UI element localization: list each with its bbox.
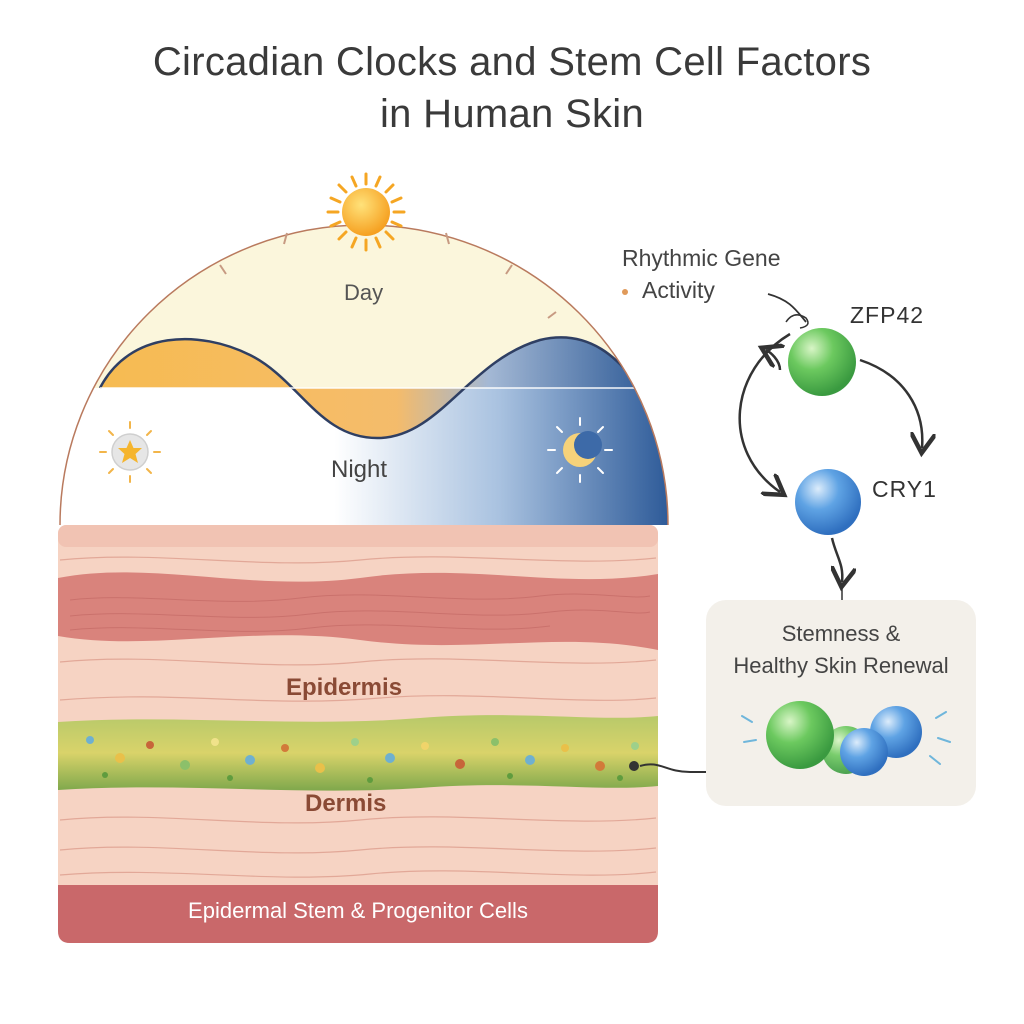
sun-icon <box>326 172 406 252</box>
result-line-2: Healthy Skin Renewal <box>733 653 949 678</box>
moon-icon <box>547 417 613 483</box>
rhythm-wave-fill <box>100 337 640 439</box>
cry1-label: CRY1 <box>872 476 937 502</box>
stem-cell-band-label: Epidermal Stem & Progenitor Cells <box>188 898 528 923</box>
niche-arrow-origin <box>629 761 639 771</box>
result-box <box>706 600 976 806</box>
cycle-arrow-left <box>738 332 791 492</box>
stem-cell-niche-band <box>58 715 658 791</box>
night-label: Night <box>331 456 388 483</box>
rhythm-bullet <box>622 289 628 295</box>
zfp42-node <box>788 328 856 396</box>
rhythm-connector <box>767 293 807 323</box>
rhythmic-gene-activity-label: Rhythmic Gene Activity <box>622 242 781 306</box>
title-line-2: in Human Skin <box>379 92 645 136</box>
epidermis-lines <box>59 556 657 702</box>
rhythm-line-2: Activity <box>642 277 715 303</box>
epidermis-cell-texture <box>69 593 651 632</box>
cycle-arrow-right <box>859 358 922 448</box>
day-label: Day <box>344 280 384 305</box>
dermis-label: Dermis <box>305 790 387 817</box>
rhythm-wave-line <box>98 336 642 440</box>
skin-cross-section <box>58 525 658 943</box>
title-line-1: Circadian Clocks and Stem Cell Factors <box>152 40 872 84</box>
cry1-to-result-arrow <box>832 537 842 582</box>
dermis-lines <box>59 816 657 878</box>
niche-to-result-arrow <box>639 764 762 772</box>
stem-cell-speckles <box>86 736 639 783</box>
rhythm-knot <box>785 314 809 329</box>
result-line-1: Stemness & <box>781 621 901 646</box>
epidermis-label: Epidermis <box>286 674 403 701</box>
star-icon <box>99 421 161 483</box>
cycle-arrow-left-up <box>766 350 780 371</box>
diagram-title: Circadian Clocks and Stem Cell Factors i… <box>0 36 1024 140</box>
stem-cell-label-band <box>58 885 658 943</box>
rhythm-line-1: Rhythmic Gene <box>622 245 781 271</box>
zfp42-label: ZFP42 <box>850 302 925 328</box>
stem-cell-cluster-icon <box>741 701 951 776</box>
clock-ticks <box>219 232 557 319</box>
result-label: Stemness & Healthy Skin Renewal <box>706 618 976 682</box>
gene-pathway <box>622 289 922 600</box>
cry1-node <box>795 469 861 535</box>
skin-surface <box>58 525 658 547</box>
